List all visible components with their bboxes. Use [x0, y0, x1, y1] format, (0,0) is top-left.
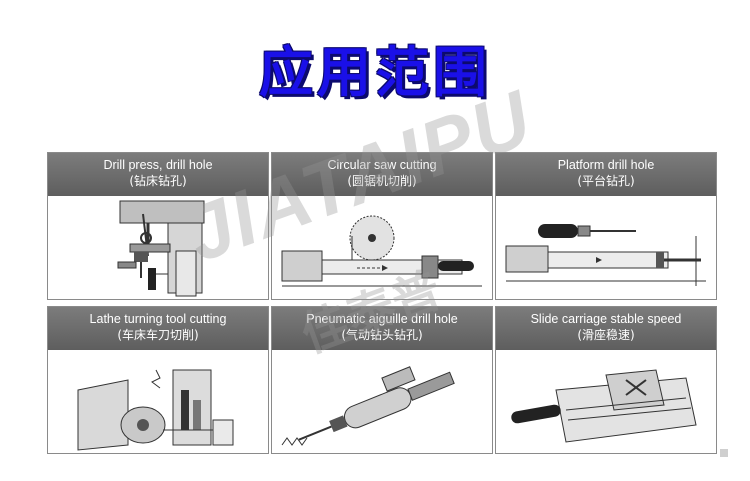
- card-title-zh: (车床车刀切削): [117, 328, 199, 342]
- card-lathe: Lathe turning tool cutting (车床车刀切削): [47, 306, 269, 454]
- card-slide-carriage: Slide carriage stable speed (滑座稳速): [495, 306, 717, 454]
- card-title-zh: (钻床钻孔): [129, 174, 187, 188]
- card-title-en: Slide carriage stable speed: [530, 312, 682, 326]
- card-title-en: Lathe turning tool cutting: [89, 312, 227, 326]
- card-circular-saw: Circular saw cutting (圆锯机切削): [271, 152, 493, 300]
- circular-saw-illustration: [281, 215, 482, 287]
- card-pneumatic-drill: Pneumatic aiguille drill hole (气动钻头钻孔): [271, 306, 493, 454]
- card-title-zh: (平台钻孔): [577, 174, 635, 188]
- corner-mark: [720, 449, 728, 457]
- platform-drill-illustration: [505, 224, 706, 286]
- card-title-zh: (气动钻头钻孔): [341, 328, 423, 342]
- card-header: Lathe turning tool cutting (车床车刀切削): [48, 307, 268, 350]
- card-header: Platform drill hole (平台钻孔): [496, 153, 716, 196]
- card-title-en: Drill press, drill hole: [103, 158, 213, 172]
- card-title-en: Platform drill hole: [557, 158, 655, 172]
- card-header: Pneumatic aiguille drill hole (气动钻头钻孔): [272, 307, 492, 350]
- page-title: 应用范围: [259, 41, 491, 104]
- lathe-illustration: [77, 369, 234, 451]
- card-title-zh: (圆锯机切削): [347, 174, 417, 188]
- card-title-en: Pneumatic aiguille drill hole: [306, 312, 458, 326]
- card-title-zh: (滑座稳速): [577, 328, 635, 342]
- card-title-en: Circular saw cutting: [327, 158, 437, 172]
- card-header: Drill press, drill hole (钻床钻孔): [48, 153, 268, 196]
- drill-press-illustration: [117, 200, 205, 297]
- card-header: Circular saw cutting (圆锯机切削): [272, 153, 492, 196]
- card-header: Slide carriage stable speed (滑座稳速): [496, 307, 716, 350]
- pneumatic-drill-illustration: [281, 366, 455, 446]
- card-platform-drill: Platform drill hole (平台钻孔): [495, 152, 717, 300]
- application-grid: Drill press, drill hole (钻床钻孔) Circular …: [47, 152, 717, 454]
- card-drill-press: Drill press, drill hole (钻床钻孔): [47, 152, 269, 300]
- slide-carriage-illustration: [511, 369, 697, 443]
